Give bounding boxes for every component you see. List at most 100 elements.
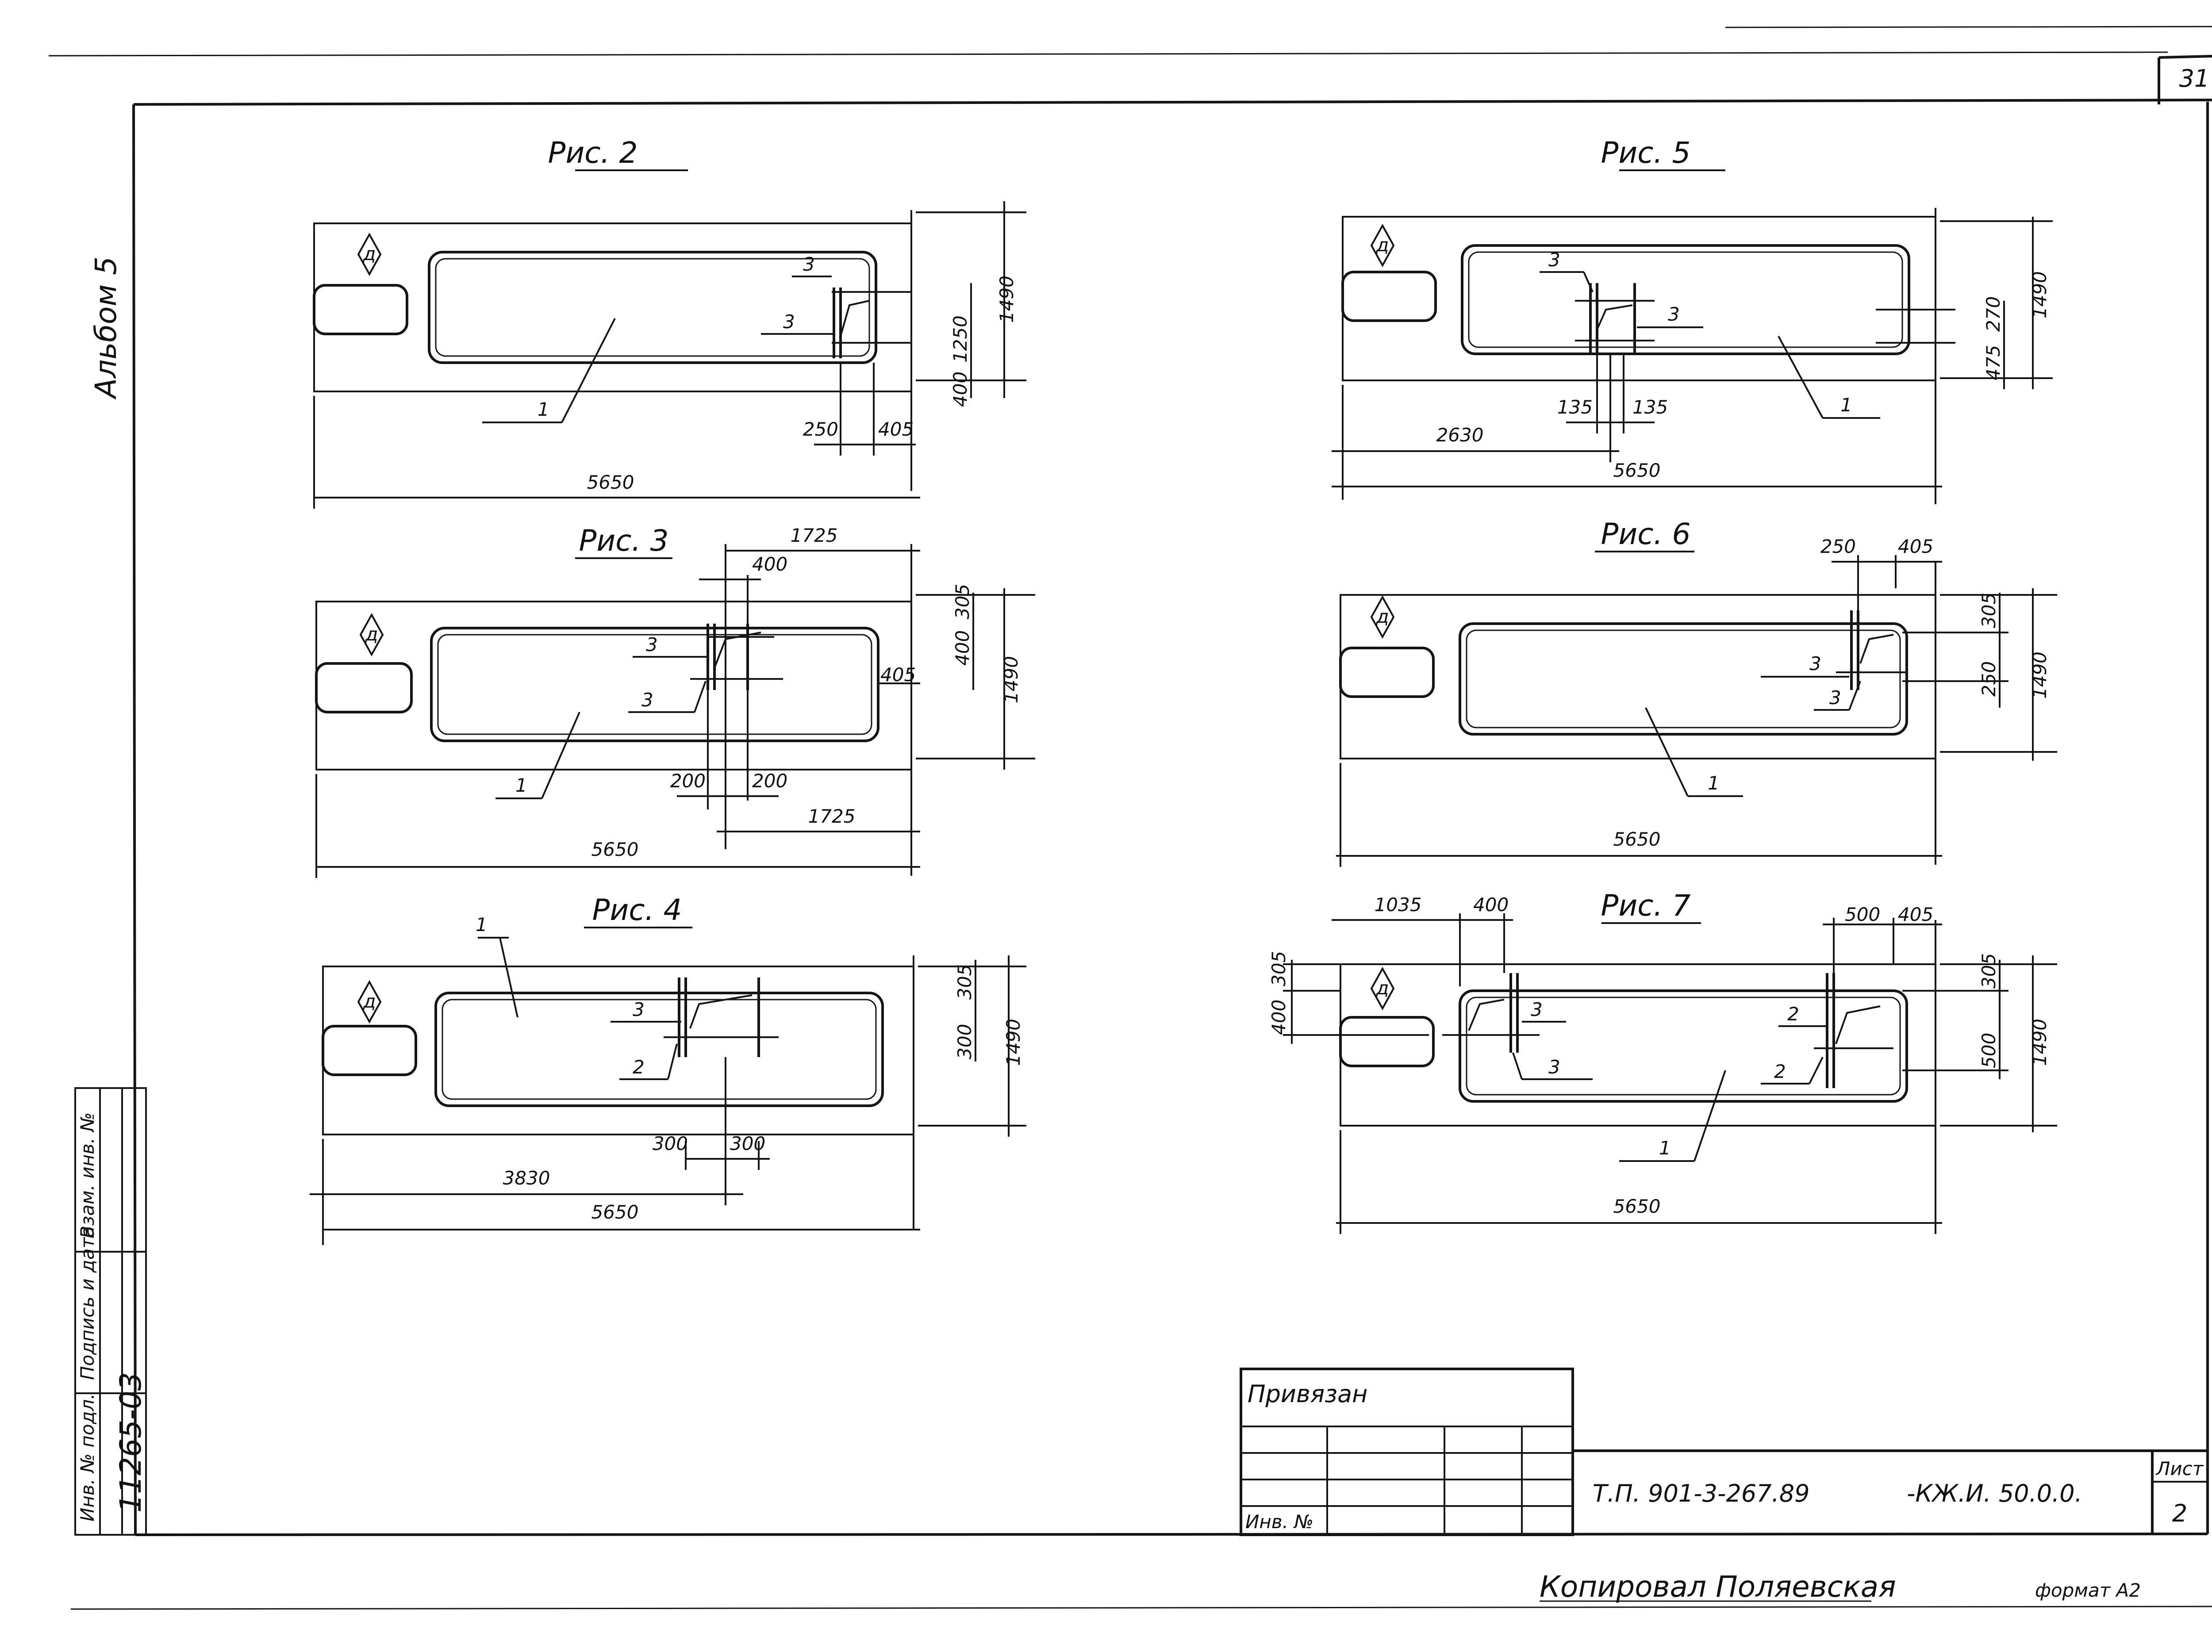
- fig5-callout-1: 1: [1840, 394, 1852, 416]
- fig7-callout-2b: 2: [1774, 1061, 1786, 1082]
- fig7-total-length: 5650: [1613, 1196, 1661, 1217]
- fig2-height: 1490: [996, 276, 1018, 323]
- fig3-dim-305: 305: [952, 584, 973, 619]
- svg-text:д: д: [362, 243, 376, 264]
- fig5-callout-3b: 3: [1668, 303, 1680, 325]
- fig5-dim-270: 270: [1982, 296, 2004, 332]
- title-sheet-number: 2: [2172, 1499, 2187, 1527]
- fig5-caption: Рис. 5: [1601, 136, 1691, 170]
- stamp-replace-label: Взам. инв. №: [77, 1112, 98, 1238]
- left-stamp: [74, 1087, 147, 1536]
- fig6-callout-1: 1: [1708, 772, 1720, 794]
- fig2-dim-400: 400: [949, 372, 971, 407]
- fig2-callout-3a: 3: [803, 253, 815, 275]
- fig6-callout-3a: 3: [1809, 653, 1821, 675]
- fig4-dim-300c: 300: [954, 1024, 975, 1059]
- copied-by: Копировал Поляевская: [1540, 1570, 1896, 1604]
- fig3-dim-200b: 200: [752, 770, 787, 792]
- svg-text:д: д: [1375, 977, 1389, 999]
- fig3-total-length: 5650: [591, 839, 639, 860]
- title-inv-label: Инв. №: [1245, 1511, 1313, 1533]
- fig3-dim-405: 405: [880, 664, 916, 686]
- fig7-caption: Рис. 7: [1601, 889, 1691, 923]
- fig2-total-length: 5650: [587, 471, 634, 493]
- stamp-sign-label: Подпись и дата: [77, 1226, 98, 1380]
- fig7-dim-305-left: 305: [1268, 951, 1290, 986]
- title-mark: -КЖ.И. 50.0.0.: [1907, 1480, 2082, 1507]
- fig2-caption: Рис. 2: [548, 136, 638, 170]
- fig3-dim-1725-bottom: 1725: [808, 805, 856, 827]
- album-label: Альбом 5: [89, 257, 123, 400]
- fig4-callout-3: 3: [633, 999, 645, 1020]
- title-bound-label: Привязан: [1248, 1380, 1367, 1408]
- fig3-dim-200a: 200: [670, 770, 706, 792]
- fig6-dim-250-top: 250: [1820, 536, 1856, 557]
- fig3-callout-1: 1: [515, 774, 527, 796]
- figure-7: Рис. 7 д 3 3 2 2 1 5650 1035: [1268, 889, 2057, 1234]
- main-frame: [132, 54, 2212, 1536]
- fig6-dim-250-side: 250: [1978, 661, 2000, 697]
- fig4-dim-300a: 300: [653, 1133, 688, 1154]
- fig5-dim-2630: 2630: [1436, 424, 1484, 446]
- fig3-dim-400-top: 400: [752, 553, 787, 575]
- trim-lines: [48, 26, 2212, 1610]
- fig4-callout-2: 2: [633, 1056, 645, 1078]
- figure-6: Рис. 6 д 3 3 1 5650 250 405 1490: [1336, 517, 2057, 867]
- figure-4: Рис. 4 д 3 2 1 5650 3830 300 300: [310, 893, 1026, 1245]
- fig2-dim-1250: 1250: [949, 315, 971, 363]
- title-sheet-label: Лист: [2155, 1458, 2204, 1480]
- fig5-height: 1490: [2029, 271, 2051, 318]
- fig7-dim-500-top: 500: [1845, 904, 1880, 925]
- fig3-dim-1725-top: 1725: [791, 525, 838, 546]
- fig6-caption: Рис. 6: [1601, 517, 1691, 551]
- fig7-dim-400-top: 400: [1473, 894, 1509, 916]
- fig3-callout-3b: 3: [641, 689, 653, 711]
- fig7-callout-3a: 3: [1531, 999, 1543, 1020]
- fig7-callout-3b: 3: [1548, 1056, 1560, 1078]
- fig6-dim-305: 305: [1978, 593, 2000, 628]
- fig7-callout-2a: 2: [1787, 1003, 1799, 1025]
- fig4-callout-1: 1: [476, 914, 488, 935]
- fig5-total-length: 5650: [1613, 460, 1661, 481]
- title-project-code: Т.П. 901-3-267.89: [1593, 1480, 1809, 1507]
- svg-text:д: д: [362, 990, 376, 1012]
- svg-text:д: д: [1375, 606, 1389, 627]
- stamp-inv-value: 11265-03: [114, 1372, 148, 1513]
- fig7-height: 1490: [2029, 1019, 2051, 1066]
- fig5-callout-3a: 3: [1548, 249, 1560, 271]
- fig2-dim-405: 405: [878, 418, 914, 440]
- stamp-inv-label: Инв. № подл.: [77, 1393, 98, 1522]
- svg-text:д: д: [1375, 234, 1389, 256]
- fig7-dim-305-side: 305: [1978, 953, 2000, 989]
- fig2-callout-1: 1: [538, 399, 549, 420]
- fig5-dim-135a: 135: [1557, 396, 1593, 418]
- figure-2: Рис. 2 д 3 3 1 5650 250 405 1490 1250: [313, 136, 1026, 509]
- fig4-height: 1490: [1002, 1019, 1024, 1066]
- fig4-total-length: 5650: [591, 1201, 639, 1223]
- figure-5: Рис. 5 д 3 3 1 5650 2630 135 135: [1332, 136, 2053, 504]
- sheet-number: 31: [2179, 65, 2210, 92]
- fig5-dim-475: 475: [1982, 345, 2004, 380]
- fig3-callout-3a: 3: [646, 634, 658, 655]
- fig4-caption: Рис. 4: [592, 893, 682, 927]
- fig5-dim-135b: 135: [1632, 396, 1668, 418]
- fig4-dim-3830: 3830: [503, 1167, 550, 1189]
- fig6-total-length: 5650: [1613, 828, 1661, 850]
- fig3-caption: Рис. 3: [579, 524, 669, 558]
- paper-format: формат А2: [2035, 1579, 2141, 1601]
- figure-3: Рис. 3 д 3 3 1 5650 1725 400 405: [315, 524, 1035, 878]
- fig6-dim-405: 405: [1898, 536, 1933, 557]
- fig7-dim-500-side: 500: [1978, 1033, 2000, 1068]
- title-block: [1240, 1368, 2208, 1536]
- fig3-dim-400-side: 400: [952, 630, 973, 666]
- fig2-callout-3b: 3: [783, 311, 795, 333]
- fig6-height: 1490: [2029, 652, 2051, 699]
- fig2-dim-250: 250: [803, 418, 838, 440]
- fig7-dim-400-left: 400: [1268, 1000, 1290, 1035]
- fig4-dim-300b: 300: [730, 1133, 765, 1154]
- fig4-dim-305: 305: [954, 964, 975, 1000]
- fig7-dim-405: 405: [1898, 904, 1933, 925]
- fig6-callout-3b: 3: [1829, 687, 1841, 709]
- svg-text:д: д: [365, 623, 378, 645]
